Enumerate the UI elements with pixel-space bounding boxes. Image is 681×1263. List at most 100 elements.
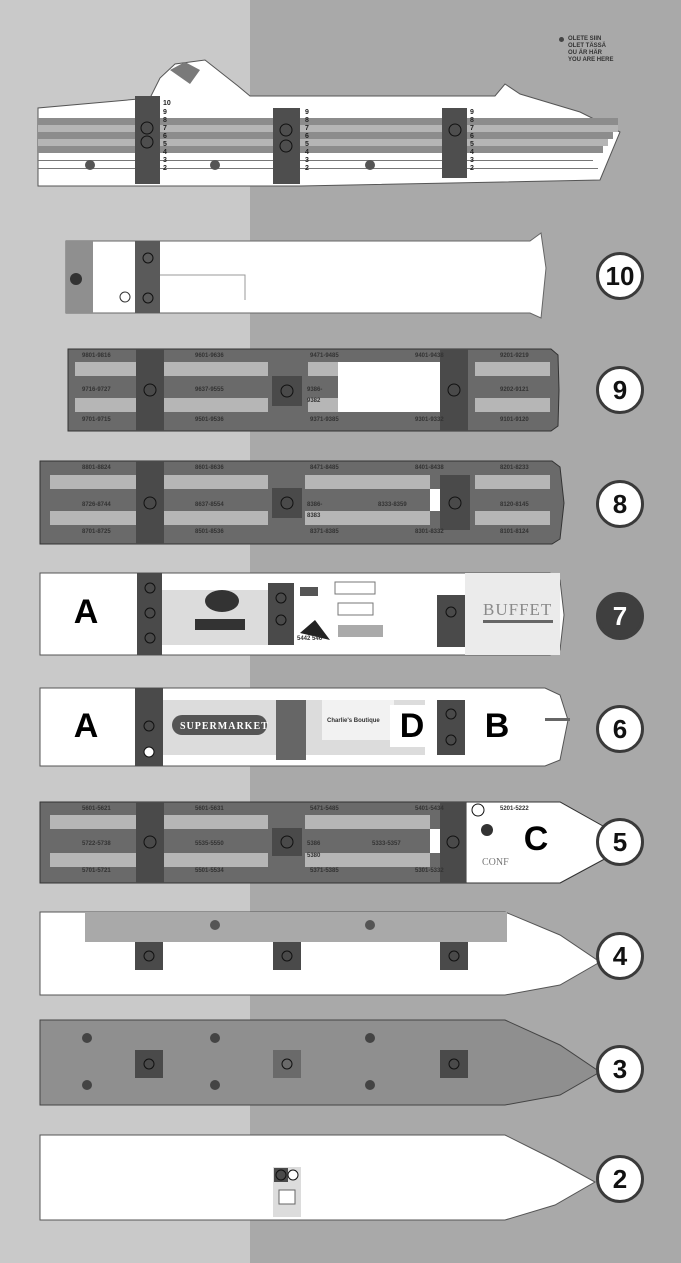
deck-6-plan: SUPERMARKET Charlie's Boutique [39, 687, 570, 767]
first-aid-icon [471, 803, 485, 817]
cabin-range-label: 5380 [307, 853, 321, 859]
legend-line: YOU ARE HERE [568, 57, 614, 63]
stairs-icon [447, 383, 461, 397]
deck-number-4[interactable]: 4 [596, 932, 644, 980]
deck-number-3[interactable]: 3 [596, 1045, 644, 1093]
stair-block [135, 241, 160, 313]
side-view-deck-number: 4 [163, 149, 167, 156]
car-icon [365, 920, 375, 930]
side-view-deck-number: 2 [470, 165, 474, 172]
cabin-range-label: 5601-5621 [82, 806, 111, 812]
cabin-range-label: 9101-9120 [500, 417, 529, 423]
stairs-icon [143, 835, 157, 849]
stairs-icon [281, 950, 293, 962]
side-view-deck-number: 8 [163, 117, 167, 124]
desk-icon [278, 1189, 296, 1205]
stairs-icon [144, 607, 156, 619]
deck-number-2[interactable]: 2 [596, 1155, 644, 1203]
side-view-deck-number: 9 [305, 109, 309, 116]
stairs-icon [448, 1058, 460, 1070]
cabin-range-label: 9386- [307, 387, 322, 393]
cabin-range-label: 9701-9715 [82, 417, 111, 423]
cabin-range-label: 5401-5434 [415, 806, 444, 812]
legend-line: OLETE SIIN [568, 36, 602, 42]
stairs-icon [448, 950, 460, 962]
cabin-range-label: 9716-9727 [82, 387, 111, 393]
stairs-icon [280, 384, 294, 398]
cabin-range-label: 5722-5738 [82, 841, 111, 847]
deck-10-plan [65, 232, 547, 319]
deck-number-10[interactable]: 10 [596, 252, 644, 300]
cabin-range-label: 9501-9536 [195, 417, 224, 423]
car-icon [365, 1033, 375, 1043]
side-view-deck-number: 2 [305, 165, 309, 172]
deck-number-8[interactable]: 8 [596, 480, 644, 528]
car-icon [85, 160, 95, 170]
deck-number-9[interactable]: 9 [596, 366, 644, 414]
side-view-deck-number: 7 [163, 125, 167, 132]
cabin-range-label: 5501-5534 [195, 868, 224, 874]
deck-number-5[interactable]: 5 [596, 818, 644, 866]
cabin-range-label: 8401-8438 [415, 465, 444, 471]
cabin-range-label: 8601-8636 [195, 465, 224, 471]
legend-line: OU ÄR HÄR [568, 50, 602, 56]
cabin-range-label: 5701-5721 [82, 868, 111, 874]
stairs-icon [448, 496, 462, 510]
cabin-range-label: 8101-8124 [500, 529, 529, 535]
stairs-icon [143, 1058, 155, 1070]
legend-line: OLET TÄSSÄ [568, 43, 607, 49]
lift-icon [140, 135, 154, 149]
cabin-range-label: 5201-5222 [500, 806, 529, 812]
stairs-icon [143, 720, 155, 732]
stage-icon [300, 620, 330, 640]
phone-icon [287, 1169, 299, 1181]
stairs-icon [446, 835, 460, 849]
side-view-deck-number: 9 [163, 109, 167, 116]
deck-number-7-current[interactable]: 7 [596, 592, 644, 640]
restaurant-logo-icon [205, 590, 239, 612]
cabin-range-label: 9601-9636 [195, 353, 224, 359]
cabin-range-label: 8120-8145 [500, 502, 529, 508]
stairs-icon [143, 496, 157, 510]
cabin-range-label: 5471-5485 [310, 806, 339, 812]
side-view-deck-number: 3 [470, 157, 474, 164]
cabin-range-label: 5333-5357 [372, 841, 401, 847]
car-icon [210, 920, 220, 930]
car-icon [210, 1033, 220, 1043]
stairs-icon [143, 950, 155, 962]
side-view-deck-number: 8 [470, 117, 474, 124]
cabin-range-label: 8333-8359 [378, 502, 407, 508]
side-view-deck-number: 5 [470, 141, 474, 148]
cabin-range-label: 8701-8725 [82, 529, 111, 535]
marker-a-deck7: A [64, 591, 108, 633]
stairs-icon [142, 292, 154, 304]
stairs-icon [445, 606, 457, 618]
shop-label: Charlie's Boutique [327, 718, 380, 724]
side-view-deck-number: 6 [305, 133, 309, 140]
cabin-range-label: 9301-9332 [415, 417, 444, 423]
car-icon [210, 1080, 220, 1090]
car-icon [365, 160, 375, 170]
car-icon [481, 824, 493, 836]
side-view-deck-number: 6 [470, 133, 474, 140]
supermarket-sign [172, 715, 267, 735]
side-view-deck-number: 3 [305, 157, 309, 164]
stairs-icon [275, 1169, 287, 1181]
stairs-icon [445, 708, 457, 720]
cabin-range-label: 8301-8332 [415, 529, 444, 535]
deck-number-6[interactable]: 6 [596, 705, 644, 753]
side-view-deck-number: 5 [305, 141, 309, 148]
side-view-deck-number: 5 [163, 141, 167, 148]
cabin-range-label: 5535-5550 [195, 841, 224, 847]
stairs-icon [140, 121, 154, 135]
cabin-range-label: 8726-8744 [82, 502, 111, 508]
cabin-range-label: 9382 [307, 398, 321, 404]
side-view-deck-number: 10 [163, 100, 171, 107]
funnel-logo-icon [170, 62, 200, 84]
conference-label: CONF [482, 857, 509, 868]
